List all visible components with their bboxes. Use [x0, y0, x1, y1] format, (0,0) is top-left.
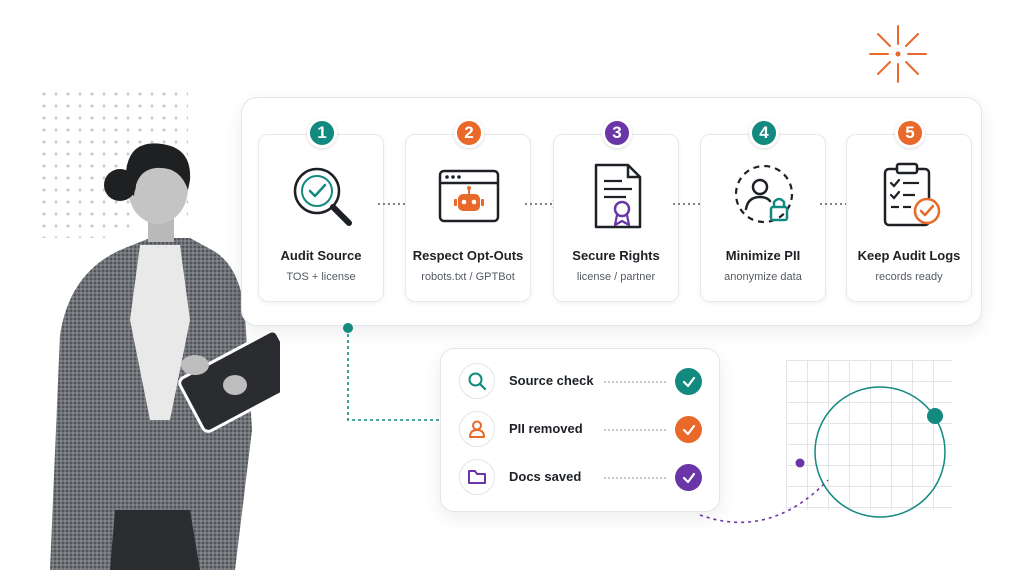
step-card-secure-rights: 3 Secure Rights license / partner [553, 118, 679, 302]
step-card-audit-source: 1 Audit Source TOS + license [258, 118, 384, 302]
user-icon [459, 411, 495, 447]
grid-decoration [786, 360, 952, 510]
checklist-panel: Source check PII removed Docs saved [440, 348, 720, 512]
checklist-label: Docs saved [509, 469, 582, 484]
step-title: Respect Opt-Outs [412, 248, 524, 263]
step-number-badge: 1 [307, 118, 337, 148]
step-card-respect-opt-outs: 2 Respect Opt-Outs robots.txt / GPTBot [405, 118, 531, 302]
step-title: Audit Source [280, 248, 362, 263]
dotted-leader [604, 429, 666, 431]
dotted-leader [604, 477, 666, 479]
orbit-circle-decoration [699, 386, 946, 524]
check-icon [675, 416, 702, 443]
checklist-row-pii-removed: PII removed [459, 409, 704, 449]
step-number-badge: 3 [602, 118, 632, 148]
step-number-badge: 5 [895, 118, 925, 148]
magnifier-check-icon [293, 167, 352, 226]
checklist-row-docs-saved: Docs saved [459, 457, 704, 497]
check-icon [675, 464, 702, 491]
process-flow-panel: 1 Audit Source TOS + license 2 Respect O… [241, 97, 982, 326]
user-lock-icon [734, 164, 794, 224]
step-subtitle: anonymize data [724, 271, 802, 283]
step-card-keep-audit-logs: 5 Keep Audit Logs records ready [846, 118, 972, 302]
step-subtitle: robots.txt / GPTBot [421, 271, 515, 283]
sparkle-icon [869, 25, 927, 83]
step-subtitle: license / partner [576, 271, 656, 283]
search-icon [459, 363, 495, 399]
step-subtitle: records ready [875, 271, 943, 283]
checklist-label: Source check [509, 373, 594, 388]
clipboard-check-icon [883, 162, 941, 227]
step-number-badge: 4 [749, 118, 779, 148]
browser-robot-icon [438, 169, 500, 223]
step-title: Keep Audit Logs [857, 248, 961, 263]
folder-icon [459, 459, 495, 495]
check-icon [675, 368, 702, 395]
certificate-document-icon [594, 163, 642, 229]
teal-dashed-connector [343, 323, 440, 421]
checklist-label: PII removed [509, 421, 583, 436]
dotted-leader [604, 381, 666, 383]
step-subtitle: TOS + license [286, 271, 356, 283]
step-title: Minimize PII [725, 248, 801, 263]
checklist-row-source-check: Source check [459, 361, 704, 401]
step-card-minimize-pii: 4 Minimize PII anonymize data [700, 118, 826, 302]
step-number-badge: 2 [454, 118, 484, 148]
step-title: Secure Rights [572, 248, 660, 263]
